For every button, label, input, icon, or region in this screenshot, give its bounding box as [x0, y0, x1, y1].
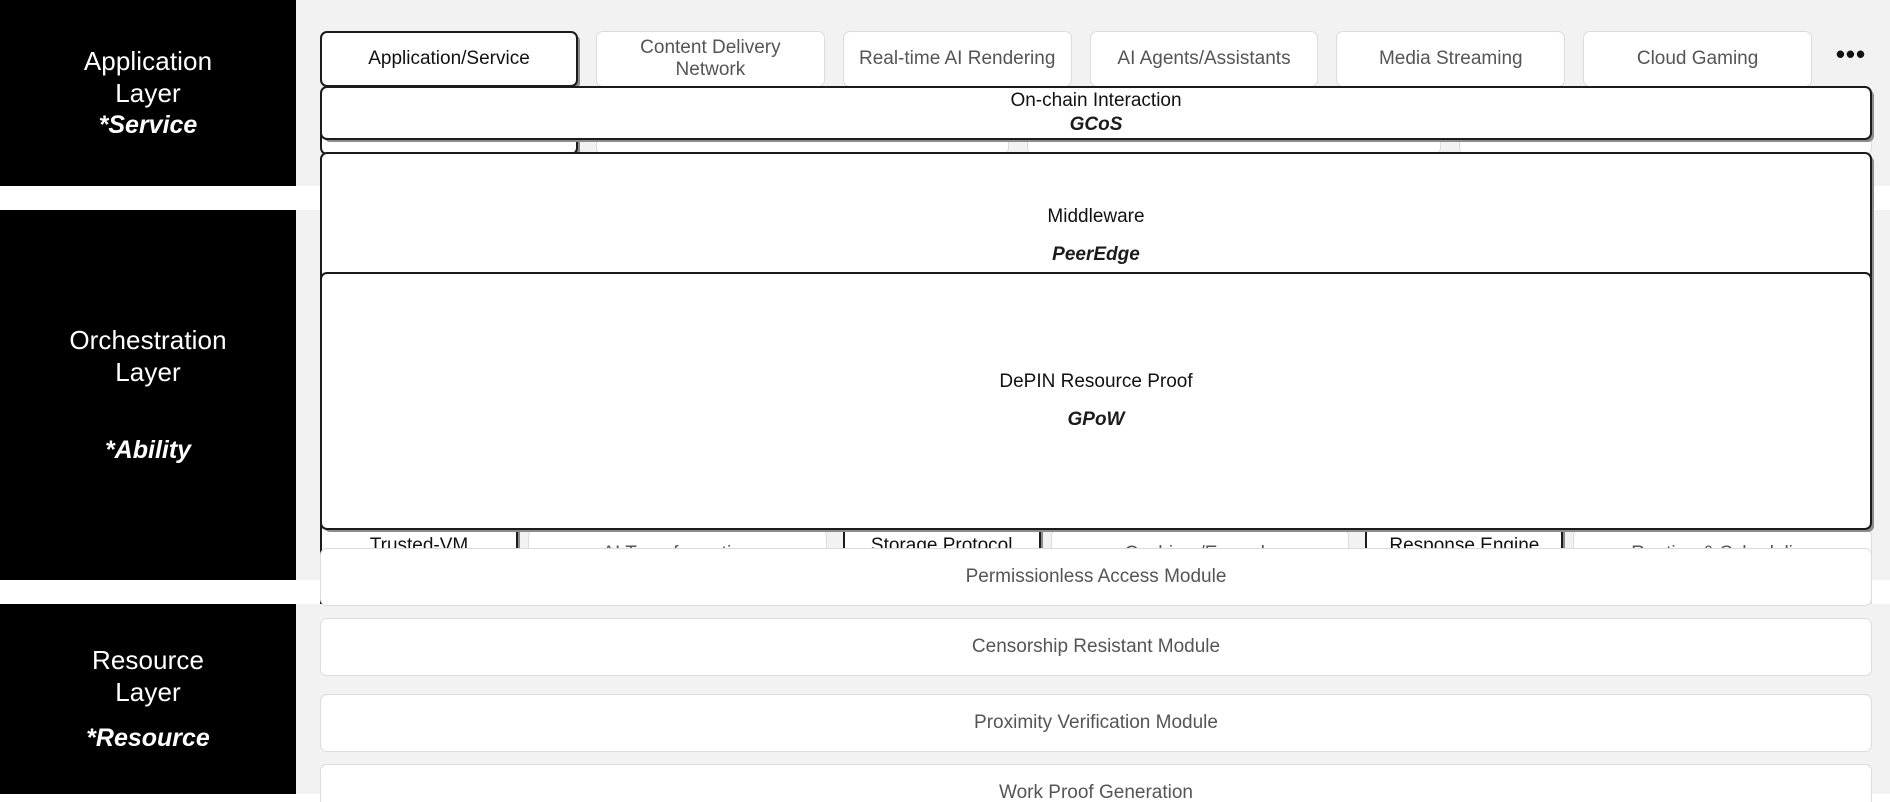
depin-resource-proof-label: DePIN Resource Proof — [999, 370, 1193, 392]
module-label: Censorship Resistant Module — [971, 635, 1221, 657]
module-label: Media Streaming — [1378, 47, 1523, 69]
module-permissionless-access[interactable]: Permissionless Access Module — [320, 548, 1872, 606]
middleware-label: Middleware — [1047, 205, 1145, 227]
module-label: AI Agents/Assistants — [1117, 47, 1291, 69]
resource-layer-body: DePIN Resource Proof GPoW Permissionless… — [296, 272, 1890, 802]
layer-title-line2: Layer — [115, 78, 181, 108]
layer-title-line1: Orchestration — [69, 325, 227, 356]
orchestration-layer-label: Orchestration Layer *Ability — [0, 210, 296, 580]
onchain-interaction-primary[interactable]: On-chain Interaction GCoS — [320, 86, 1872, 140]
depin-resource-proof-code: GPoW — [1067, 409, 1125, 430]
module-label: Real-time AI Rendering — [858, 47, 1056, 69]
layer-title-line1: Resource — [91, 645, 205, 676]
resource-column-verification: Proximity Verification Module Work Proof… — [320, 694, 1872, 802]
more-services-ellipsis-icon: ••• — [1835, 38, 1867, 69]
module-label: Proximity Verification Module — [974, 711, 1218, 733]
module-proximity-verification[interactable]: Proximity Verification Module — [320, 694, 1872, 752]
layer-title-line2: Layer — [115, 677, 181, 707]
layer-subtitle: *Service — [98, 110, 198, 139]
onchain-interaction-code: GCoS — [1069, 114, 1123, 135]
module-label: Content Delivery Network — [640, 36, 781, 80]
module-cloud-gaming[interactable]: Cloud Gaming — [1583, 31, 1812, 87]
application-row-services: Application/Service Content Delivery Net… — [320, 31, 1872, 87]
module-label: Cloud Gaming — [1636, 47, 1759, 69]
layer-title-line1: Application — [83, 46, 213, 77]
layer-subtitle: *Ability — [104, 435, 192, 464]
application-service-primary[interactable]: Application/Service — [320, 31, 578, 87]
module-label: Permissionless Access Module — [965, 565, 1227, 587]
module-label: Work Proof Generation — [999, 781, 1193, 802]
layer-title-line2: Layer — [115, 357, 181, 387]
application-service-primary-label: Application/Service — [368, 47, 530, 69]
module-content-delivery-network[interactable]: Content Delivery Network — [596, 31, 825, 87]
module-work-proof-generation[interactable]: Work Proof Generation — [320, 764, 1872, 802]
module-media-streaming[interactable]: Media Streaming — [1336, 31, 1566, 87]
module-censorship-resistant[interactable]: Censorship Resistant Module — [320, 618, 1872, 676]
resource-layer: Resource Layer *Resource DePIN Resource … — [0, 272, 1890, 802]
layer-subtitle: *Resource — [86, 723, 210, 752]
onchain-interaction-label: On-chain Interaction — [1010, 89, 1182, 111]
application-layer-label: Application Layer *Service — [0, 0, 296, 186]
module-ai-agents-assistants[interactable]: AI Agents/Assistants — [1089, 31, 1319, 87]
resource-column-access: Permissionless Access Module Censorship … — [320, 548, 1872, 676]
middleware-code: PeerEdge — [1052, 244, 1140, 265]
resource-layer-label: Resource Layer *Resource — [0, 604, 296, 794]
depin-resource-proof-primary[interactable]: DePIN Resource Proof GPoW — [320, 272, 1872, 530]
module-realtime-ai-rendering[interactable]: Real-time AI Rendering — [842, 31, 1072, 87]
